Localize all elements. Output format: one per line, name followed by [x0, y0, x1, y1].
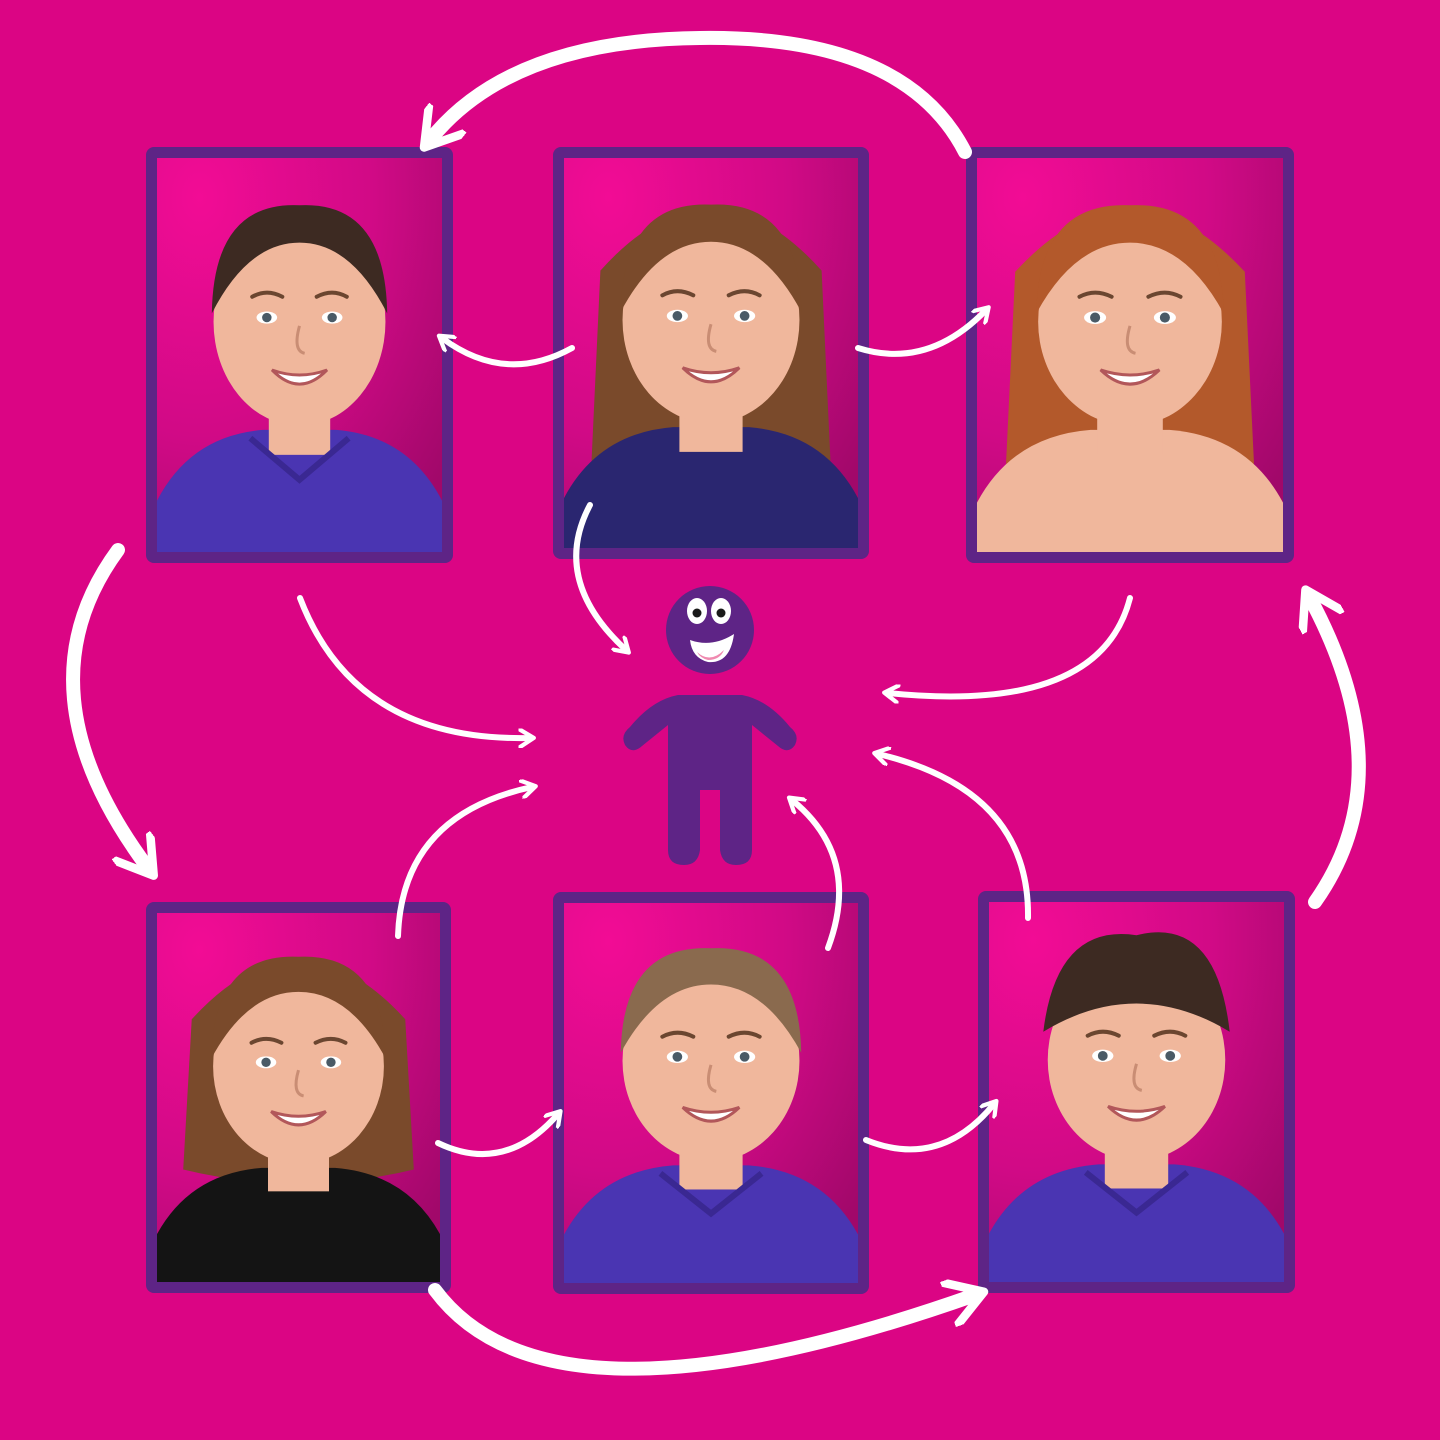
arrow-top-left-to-bottom-left — [66, 543, 148, 868]
pupil — [672, 1051, 683, 1062]
shirt — [157, 1167, 440, 1282]
connection-arrows — [66, 30, 1366, 1376]
face — [622, 960, 800, 1162]
figure-tongue — [697, 650, 724, 660]
shirt — [564, 1165, 858, 1283]
photo-content — [564, 158, 858, 548]
face — [1038, 217, 1222, 426]
eyebrow — [726, 1030, 762, 1039]
hair — [211, 956, 386, 1059]
eyebrow — [1152, 1029, 1188, 1038]
arrow-bottom-left-to-bottom-right — [428, 1290, 975, 1376]
smile — [270, 368, 329, 386]
team-photo-bottom-right — [978, 891, 1295, 1293]
pupil — [262, 312, 272, 323]
arrow-top-right-to-center-figure — [888, 595, 1133, 696]
arrow-bottom-center-to-bottom-right — [863, 1104, 994, 1153]
face — [213, 968, 384, 1164]
team-photo-top-left — [146, 147, 453, 563]
pupil — [1165, 1050, 1176, 1061]
smile — [681, 1106, 741, 1123]
shirt — [564, 427, 858, 548]
smile — [1107, 1105, 1166, 1122]
pupil — [1097, 1050, 1108, 1061]
arrow-bottom-right-to-top-right — [1310, 598, 1366, 909]
pupil — [739, 311, 750, 321]
arrow-top-center-to-center-figure — [573, 502, 626, 650]
nose — [294, 1069, 305, 1098]
team-photo-bottom-left — [146, 902, 451, 1293]
photo-content — [977, 158, 1283, 552]
hair — [620, 204, 802, 312]
pupil — [327, 312, 337, 323]
hair — [211, 205, 388, 314]
arrow-top-right-to-top-left — [855, 310, 986, 357]
collar — [658, 1171, 764, 1218]
face — [213, 217, 386, 426]
face — [622, 217, 800, 424]
figure-pupil — [692, 608, 702, 618]
arrow-bottom-center-to-center-figure — [792, 800, 843, 951]
arrow-top-center-to-top-right — [442, 338, 575, 368]
pupil — [326, 1057, 336, 1068]
arrow-top-left-to-center-figure — [297, 595, 530, 738]
center-figure — [623, 586, 797, 865]
nose — [1132, 1063, 1143, 1092]
smile — [1099, 368, 1161, 386]
photo-content — [157, 158, 442, 552]
arrow-bottom-right-to-center-figure — [878, 754, 1032, 921]
photo-grid — [146, 147, 1295, 1294]
smile — [270, 1110, 327, 1127]
figure-pupil — [716, 608, 726, 618]
photo-content — [989, 902, 1284, 1282]
nose — [295, 325, 306, 355]
shirt — [989, 1164, 1284, 1282]
pupil — [672, 311, 683, 321]
photo-content — [157, 913, 440, 1282]
arrow-bottom-left-to-bottom-center — [435, 1114, 558, 1157]
figure-body — [623, 695, 797, 865]
team-photo-top-center — [553, 147, 869, 559]
pupil — [1090, 312, 1101, 323]
eyebrow — [1077, 290, 1114, 299]
collar — [1083, 1170, 1190, 1217]
eyebrow — [660, 289, 696, 298]
shirt — [157, 429, 442, 552]
nose — [1125, 325, 1136, 355]
nose — [706, 1064, 717, 1093]
eyebrow — [250, 290, 285, 299]
team-photo-bottom-center — [553, 892, 869, 1294]
eyebrow — [726, 289, 762, 298]
arrow-top-center-to-top-left — [430, 30, 972, 159]
eyebrow — [249, 1036, 284, 1045]
smile — [681, 366, 741, 384]
hair — [1036, 205, 1224, 314]
hair — [1043, 932, 1230, 1032]
collar — [248, 435, 351, 484]
eyebrow — [314, 290, 349, 299]
team-photo-top-right — [966, 147, 1294, 563]
eyebrow — [1146, 290, 1183, 299]
eyebrow — [313, 1036, 348, 1045]
eyebrow — [660, 1030, 696, 1039]
arrow-bottom-left-to-center-figure — [395, 787, 532, 939]
shirt — [977, 429, 1283, 552]
eyebrow — [1085, 1029, 1121, 1038]
hair — [620, 948, 802, 1053]
pupil — [739, 1051, 750, 1062]
nose — [706, 323, 717, 353]
pupil — [1159, 312, 1170, 323]
pupil — [261, 1057, 271, 1068]
photo-content — [564, 903, 858, 1283]
